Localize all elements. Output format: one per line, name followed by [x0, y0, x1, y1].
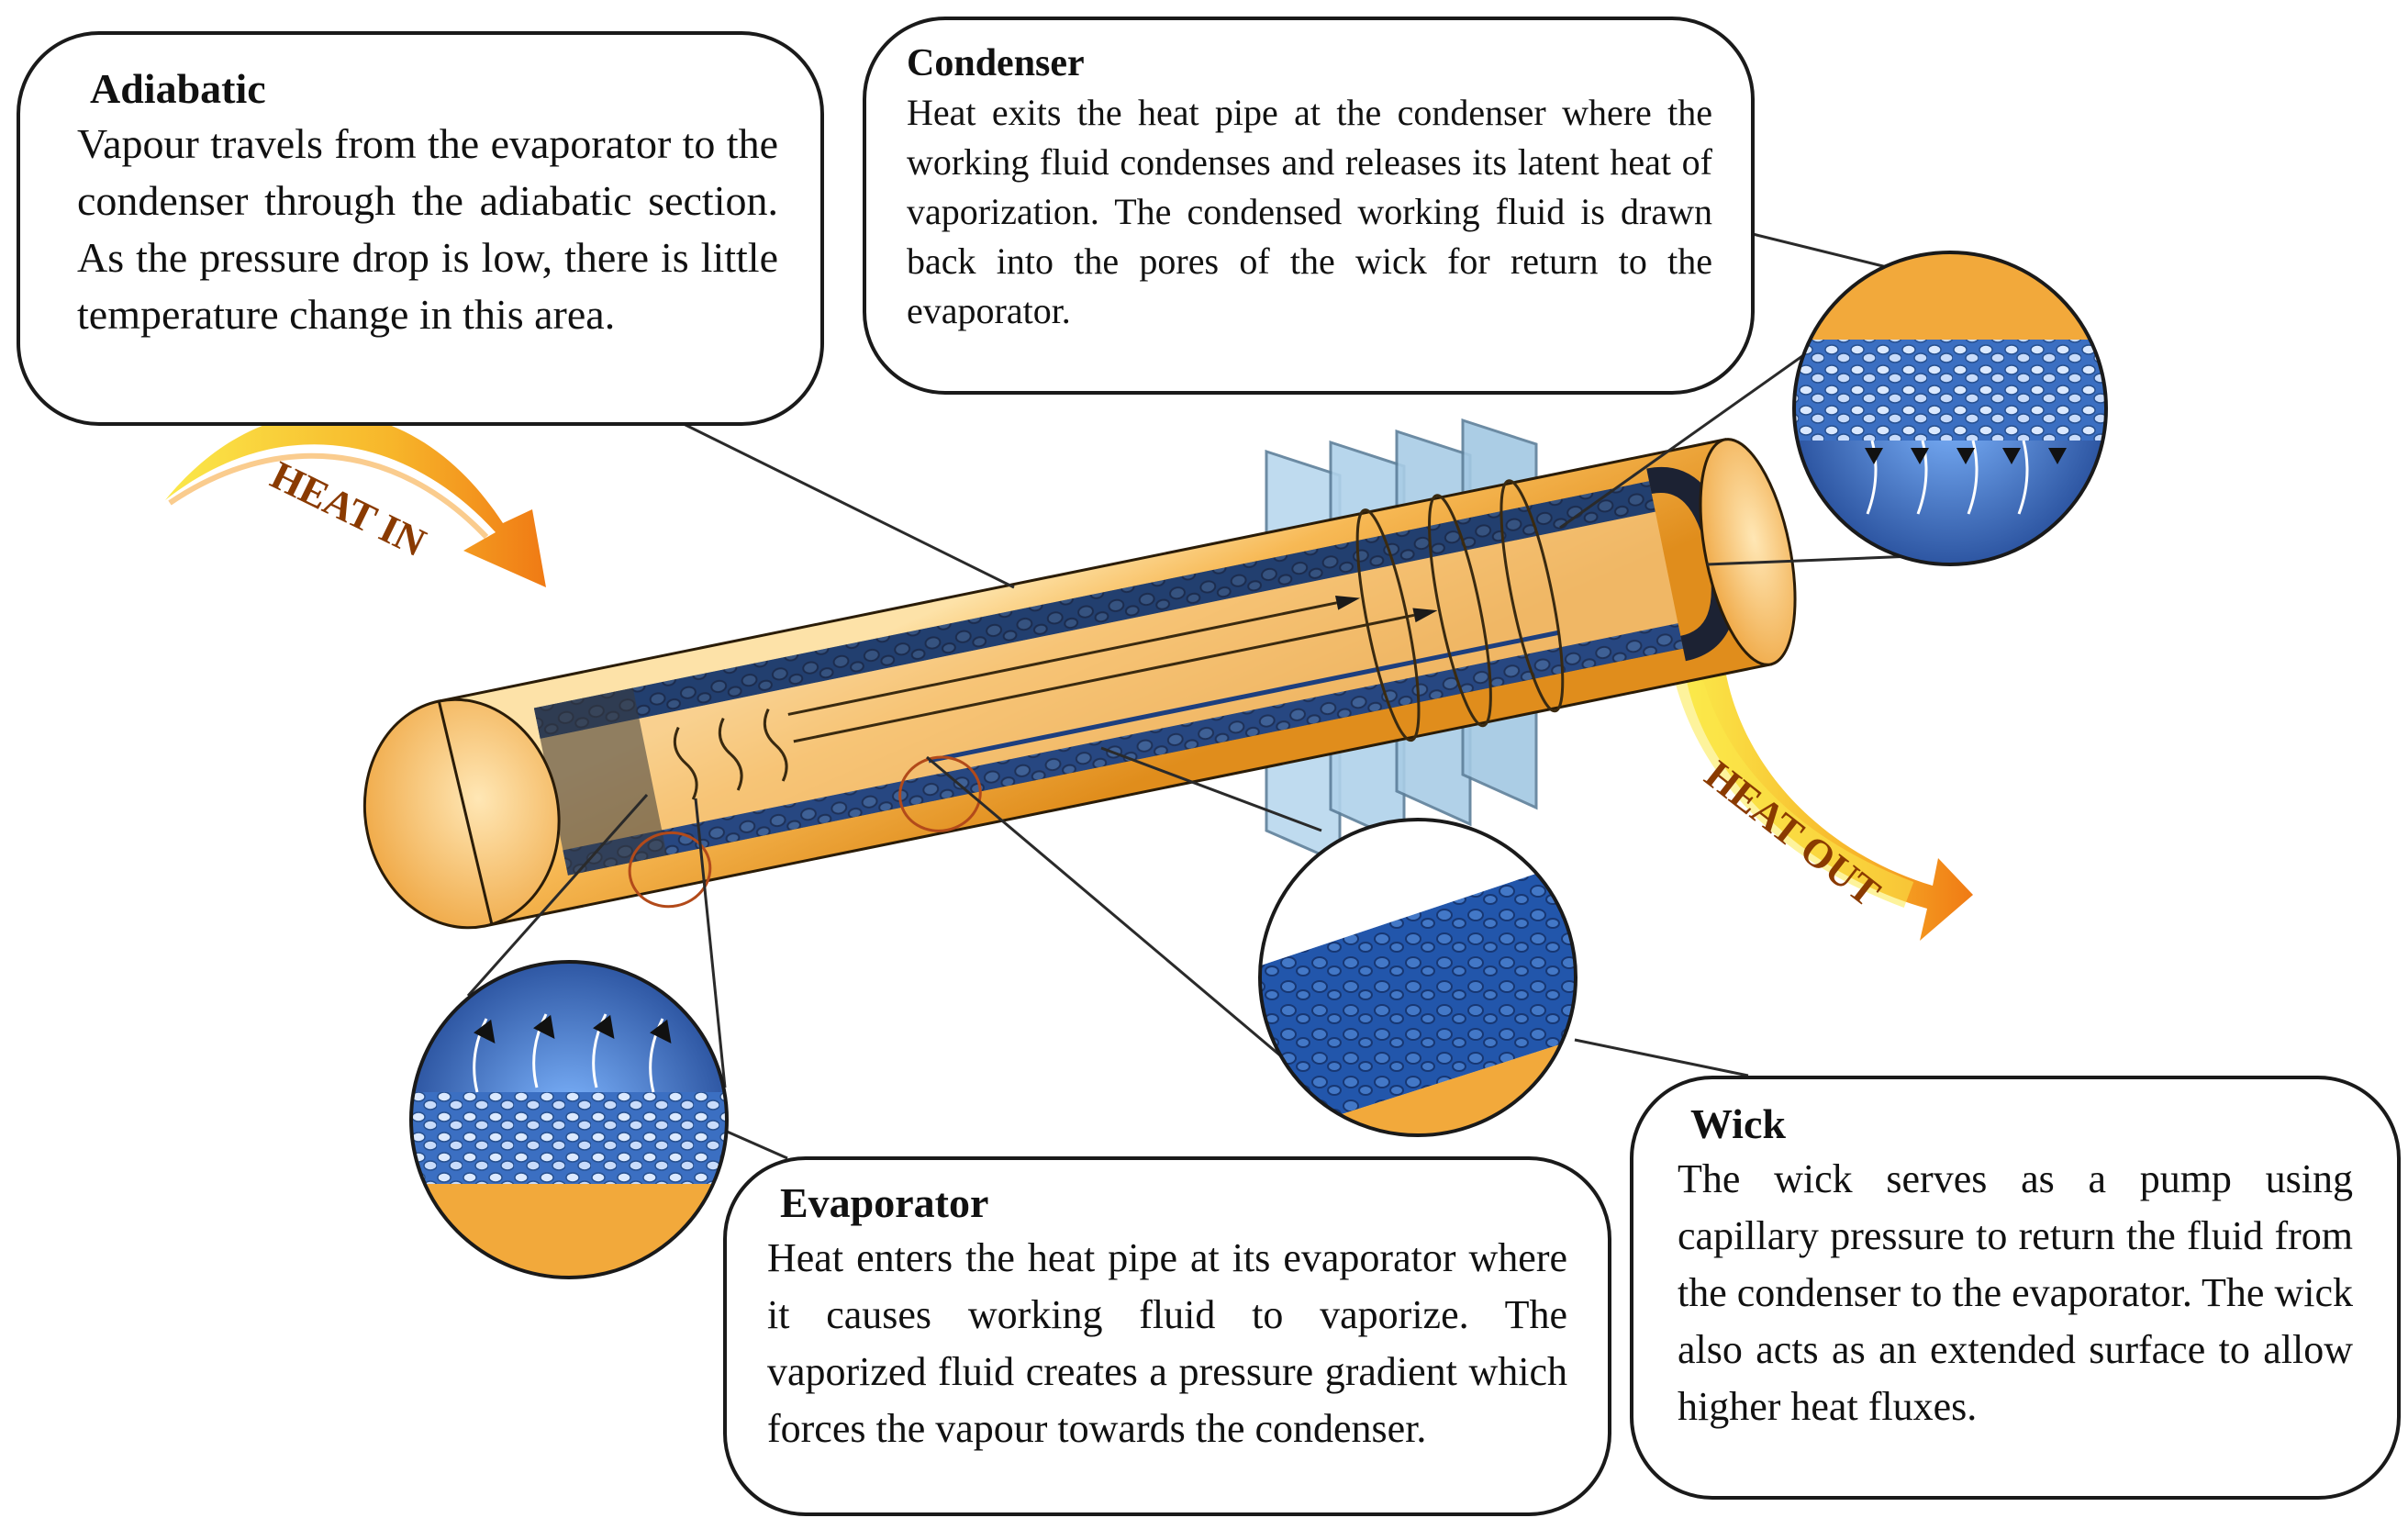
adiabatic-text: Vapour travels from the evaporator to th…	[77, 120, 778, 338]
condenser-magnifier	[1792, 251, 2108, 566]
heat-in-label: HEAT IN	[264, 452, 433, 565]
wick-title: Wick	[1690, 1100, 1786, 1147]
evaporator-title: Evaporator	[780, 1179, 989, 1226]
heat-pipe	[362, 438, 1797, 930]
wick-magnifier	[1258, 818, 1577, 1137]
heat-out-arrow: HEAT OUT	[1675, 665, 1973, 941]
evaporator-magnifier	[409, 960, 729, 1279]
condenser-callout: Condenser Heat exits the heat pipe at th…	[863, 17, 1755, 395]
condenser-text: Heat exits the heat pipe at the condense…	[907, 92, 1712, 331]
heat-out-label: HEAT OUT	[1697, 752, 1889, 915]
wick-text: The wick serves as a pump using capillar…	[1678, 1156, 2353, 1429]
condenser-title: Condenser	[907, 42, 1085, 84]
evaporator-callout: Evaporator Heat enters the heat pipe at …	[723, 1156, 1611, 1516]
evaporator-text: Heat enters the heat pipe at its evapora…	[767, 1235, 1567, 1451]
adiabatic-callout: Adiabatic Vapour travels from the evapor…	[17, 31, 824, 426]
wick-callout: Wick The wick serves as a pump using cap…	[1630, 1076, 2401, 1500]
adiabatic-title: Adiabatic	[90, 65, 266, 112]
heat-in-arrow: HEAT IN	[165, 413, 546, 587]
